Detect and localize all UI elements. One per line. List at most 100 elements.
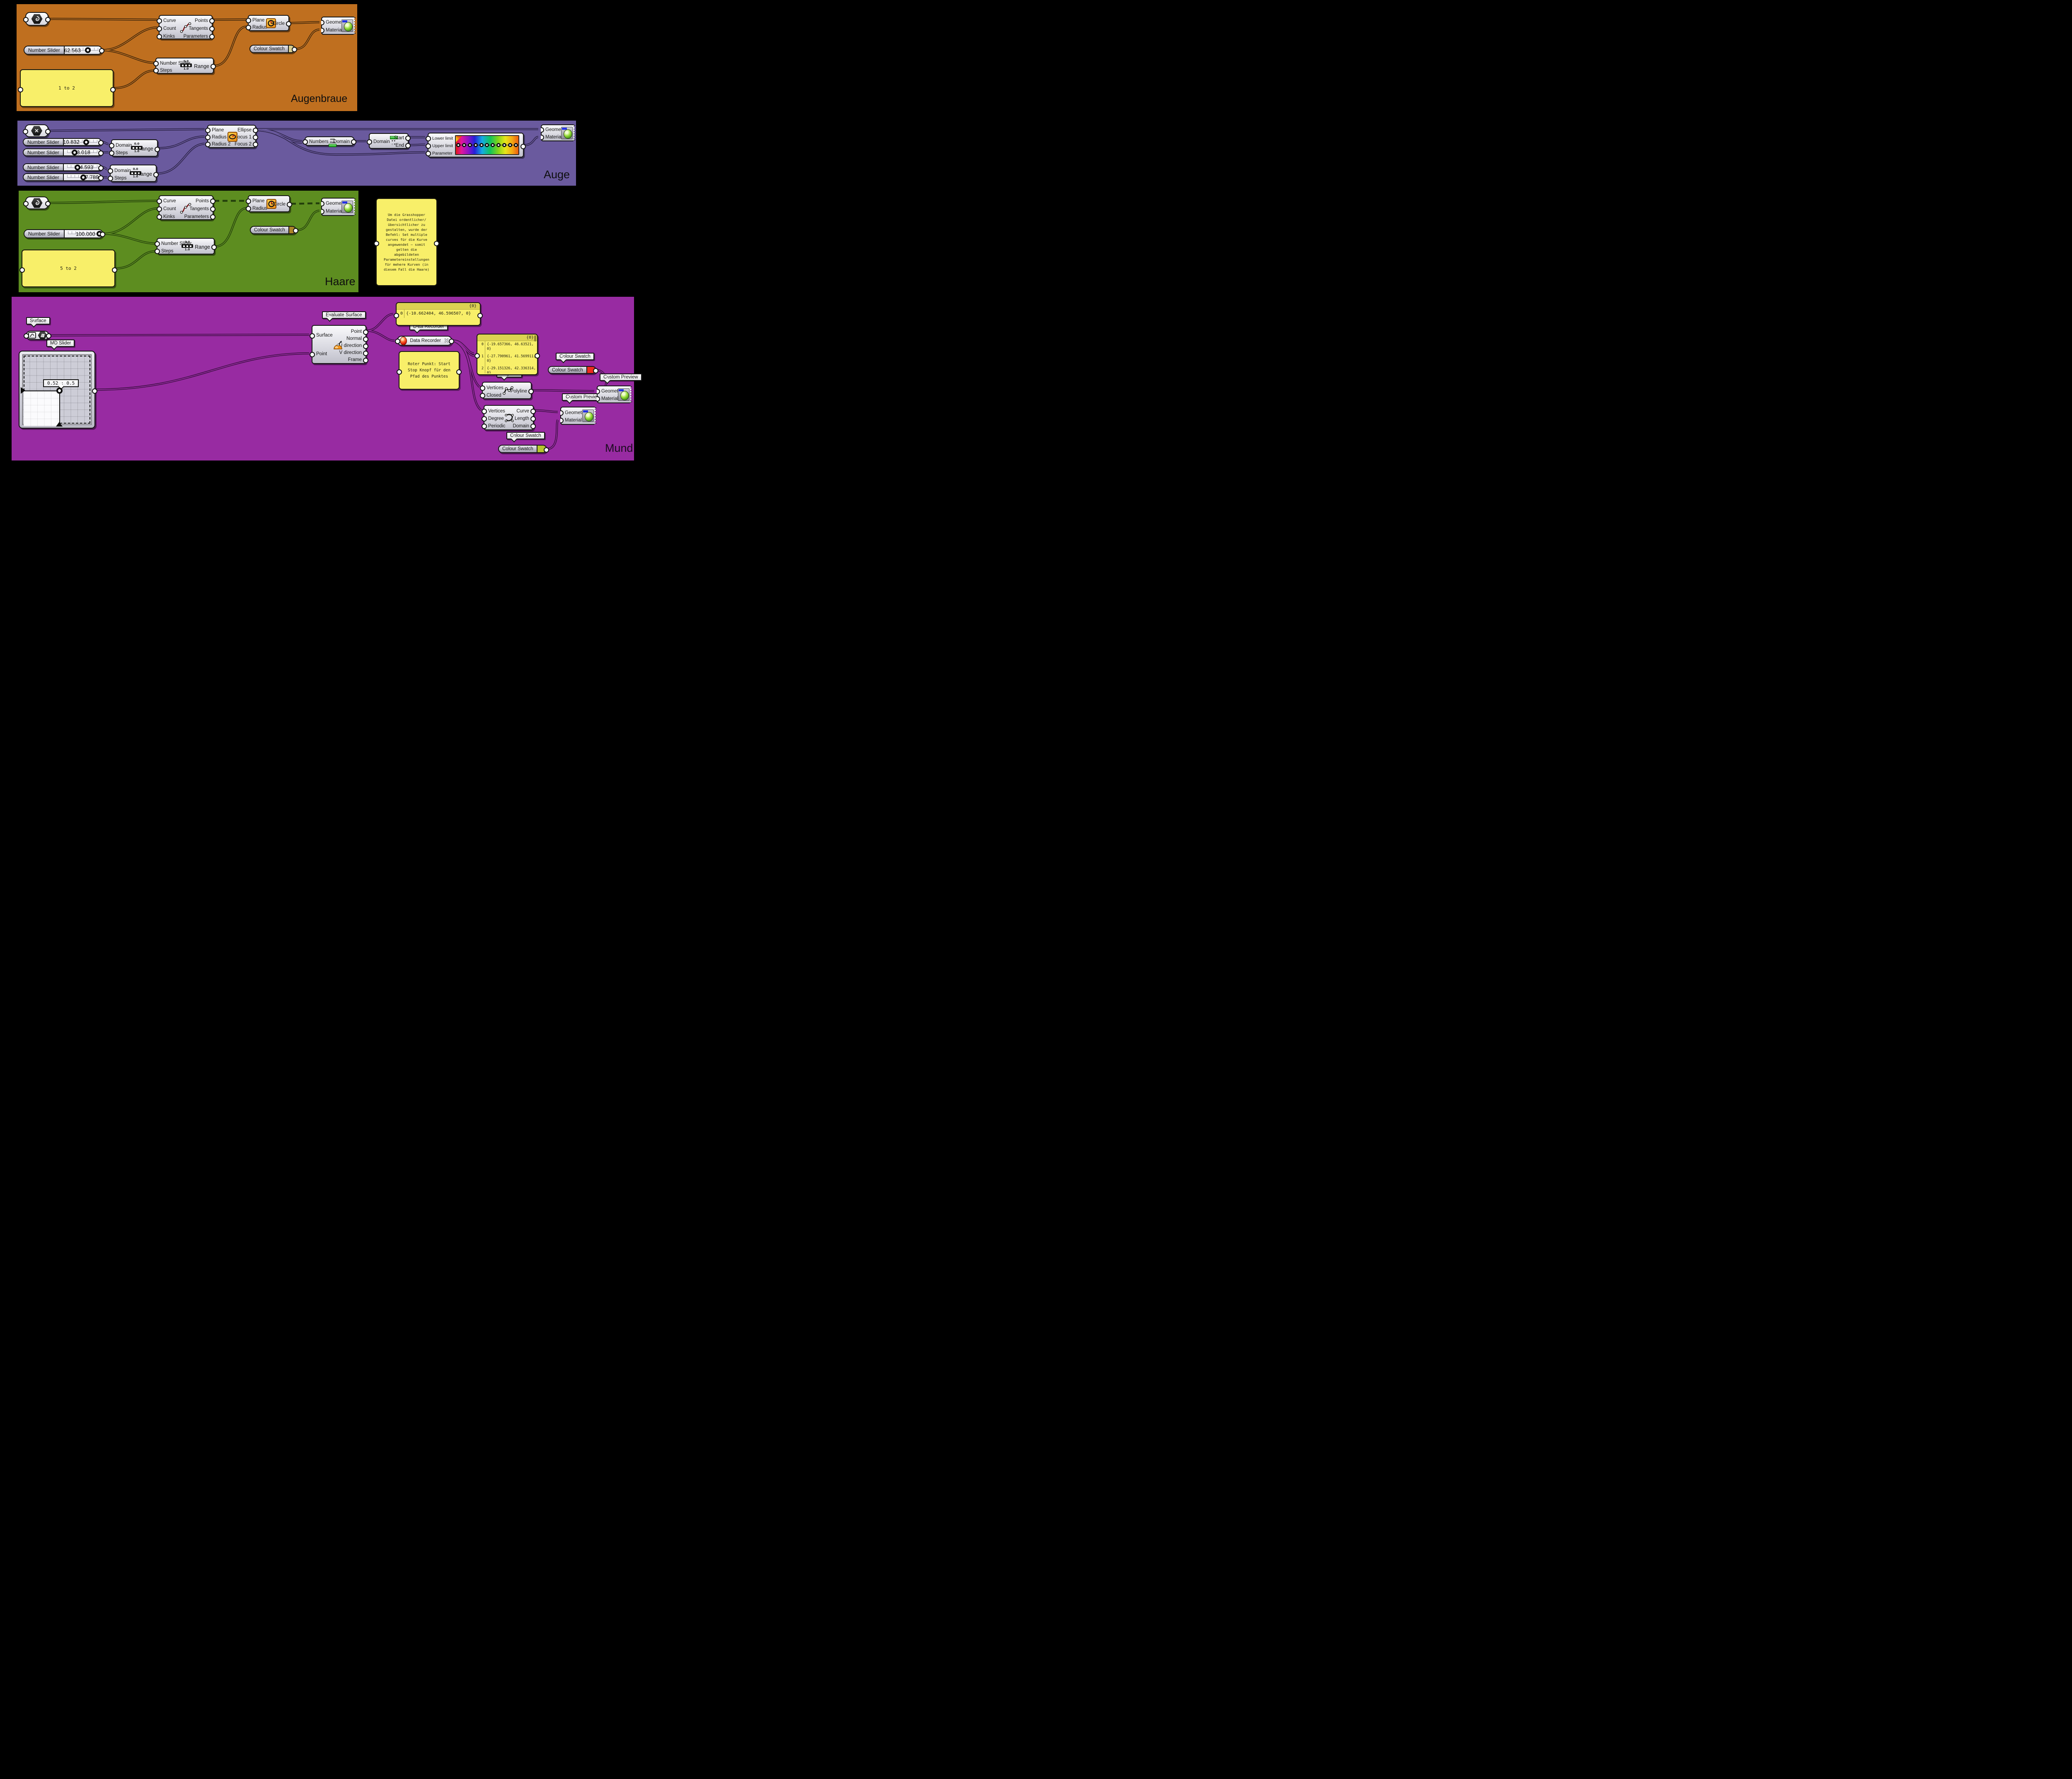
custom-preview-node[interactable]: Geometry Material xyxy=(560,407,597,425)
output-pin[interactable] xyxy=(434,241,439,246)
custom-preview-node[interactable]: Geometry Material xyxy=(321,198,356,216)
input-pin[interactable] xyxy=(23,201,29,206)
output-pin[interactable] xyxy=(287,202,292,207)
custom-preview-node[interactable]: Geometry Material xyxy=(541,124,576,141)
number-slider[interactable]: Number Slider 3.018 xyxy=(23,148,104,156)
evaluate-surface-node[interactable]: Surface Point Point Normal U direction V… xyxy=(310,325,368,364)
surface-param-node[interactable] xyxy=(24,331,51,340)
output-pin[interactable] xyxy=(528,389,534,394)
output-pin[interactable] xyxy=(92,388,97,394)
number-slider[interactable]: Number Slider 62.563 xyxy=(24,46,104,55)
nurbs-curve-node[interactable]: Vertices Degree Periodic Curve Length Do… xyxy=(482,405,536,430)
colour-swatch-node[interactable]: Colour Swatch xyxy=(548,366,598,374)
curve-param-x-node[interactable]: ✕ xyxy=(23,124,51,137)
gradient-node[interactable]: Lower limit Upper limit Parameter xyxy=(426,133,526,158)
input-pin[interactable] xyxy=(23,129,28,134)
deconstruct-domain-node[interactable]: Domain ▾▾○▾ Start End xyxy=(367,133,411,149)
number-slider[interactable]: Number Slider 4.593 xyxy=(23,163,104,171)
input-pin[interactable] xyxy=(426,136,431,141)
circle-node[interactable]: Plane Radius Circle xyxy=(246,195,292,212)
polyline-node[interactable]: Vertices Closed Polyline xyxy=(480,382,534,399)
colour-swatch-node[interactable]: Colour Swatch xyxy=(249,45,297,53)
input-pin[interactable] xyxy=(367,139,372,145)
input-pin[interactable] xyxy=(108,176,113,181)
ellipse-node[interactable]: Plane Radius 1 Radius 2 Ellipse Focus 1 … xyxy=(205,125,258,148)
output-pin[interactable] xyxy=(211,245,217,250)
output-pin[interactable] xyxy=(45,17,51,22)
data-recorder-node[interactable]: Data Recorder ✕ xyxy=(395,336,454,346)
input-pin[interactable] xyxy=(155,241,160,247)
output-pin[interactable] xyxy=(520,144,526,149)
input-pin[interactable] xyxy=(246,199,251,204)
input-pin[interactable] xyxy=(153,68,159,73)
output-pin[interactable] xyxy=(405,136,411,141)
output-pin[interactable] xyxy=(209,18,215,24)
output-pin[interactable] xyxy=(100,232,105,237)
output-pin[interactable] xyxy=(363,351,368,356)
slider-knob[interactable] xyxy=(83,139,90,145)
input-pin[interactable] xyxy=(246,18,251,23)
input-pin[interactable] xyxy=(24,333,29,339)
input-pin[interactable] xyxy=(155,249,160,254)
output-pin[interactable] xyxy=(209,34,215,39)
output-pin[interactable] xyxy=(253,142,258,147)
md-slider[interactable]: 0.52 ; 0.5 xyxy=(19,351,97,429)
output-pin[interactable] xyxy=(98,150,104,156)
output-pin[interactable] xyxy=(155,147,160,152)
output-pin[interactable] xyxy=(45,201,51,206)
input-pin[interactable] xyxy=(321,209,324,214)
input-pin[interactable] xyxy=(482,416,487,422)
slider-knob[interactable] xyxy=(80,174,86,180)
input-pin[interactable] xyxy=(474,353,480,359)
custom-preview-node[interactable]: Geometry Material xyxy=(597,385,632,403)
input-pin[interactable] xyxy=(560,410,564,416)
output-pin[interactable] xyxy=(351,139,356,145)
output-pin[interactable] xyxy=(46,333,51,339)
record-button-icon[interactable] xyxy=(400,336,407,345)
slider-knob[interactable] xyxy=(75,164,81,170)
output-pin[interactable] xyxy=(363,358,368,363)
input-pin[interactable] xyxy=(205,128,211,133)
tag-md-slider[interactable]: MD Slider xyxy=(46,339,75,347)
output-pin[interactable] xyxy=(211,64,216,69)
input-pin[interactable] xyxy=(157,199,162,204)
point-panel[interactable]: {0} 0 {-10.662404, 46.596507, 0} xyxy=(394,302,483,326)
input-pin[interactable] xyxy=(482,424,487,429)
output-pin[interactable] xyxy=(535,353,540,359)
output-pin[interactable] xyxy=(530,409,536,414)
input-pin[interactable] xyxy=(109,143,114,148)
clear-recording-icon[interactable]: ✕ xyxy=(444,337,449,344)
input-pin[interactable] xyxy=(157,26,162,32)
number-slider[interactable]: Number Slider 7.789 xyxy=(23,173,104,181)
input-pin[interactable] xyxy=(157,34,162,39)
input-pin[interactable] xyxy=(310,352,315,357)
output-pin[interactable] xyxy=(405,143,411,148)
output-pin[interactable] xyxy=(253,135,258,140)
input-pin[interactable] xyxy=(480,385,485,391)
input-pin[interactable] xyxy=(321,20,324,25)
input-pin[interactable] xyxy=(395,339,400,344)
input-pin[interactable] xyxy=(560,418,564,423)
input-pin[interactable] xyxy=(157,206,162,212)
input-pin[interactable] xyxy=(23,17,29,22)
tag-custom-preview[interactable]: Custom Preview xyxy=(562,393,604,401)
output-pin[interactable] xyxy=(45,129,51,134)
output-pin[interactable] xyxy=(477,313,483,318)
output-pin[interactable] xyxy=(210,199,215,204)
tag-custom-preview[interactable]: Custom Preview xyxy=(600,373,642,381)
panel-1to2[interactable]: 1 to 2 xyxy=(18,69,116,107)
input-pin[interactable] xyxy=(310,333,315,339)
tag-colour-swatch[interactable]: Colour Swatch xyxy=(556,353,594,360)
slider-track[interactable]: 62.563 xyxy=(64,46,102,54)
input-pin[interactable] xyxy=(426,143,431,149)
output-pin[interactable] xyxy=(363,344,368,349)
input-pin[interactable] xyxy=(18,87,23,92)
output-pin[interactable] xyxy=(293,228,298,233)
output-pin[interactable] xyxy=(449,339,454,344)
slider-knob[interactable] xyxy=(72,149,78,155)
gradient-grips[interactable] xyxy=(456,143,518,147)
panel-5to2[interactable]: 5 to 2 xyxy=(19,250,117,287)
md-left-marker[interactable] xyxy=(21,387,25,394)
